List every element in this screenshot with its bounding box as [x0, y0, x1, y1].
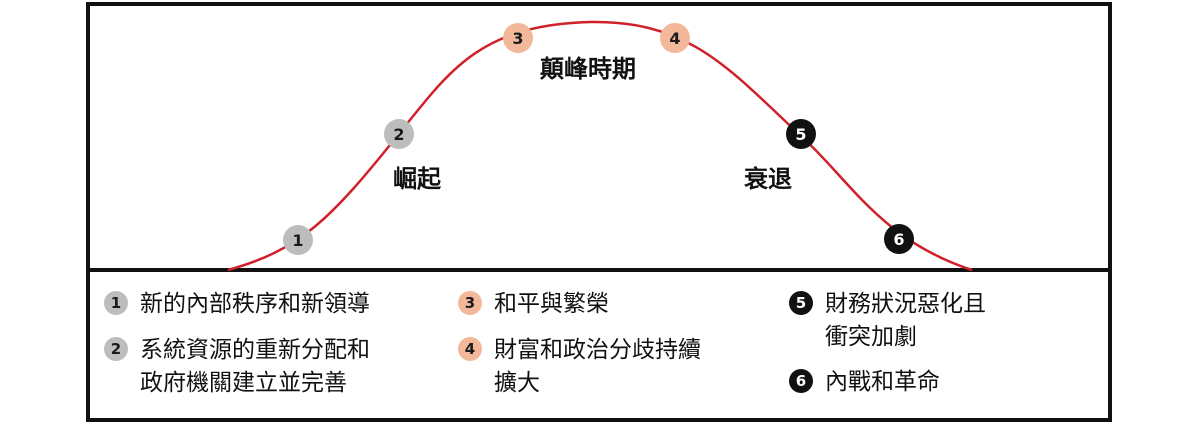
phase-label-peak: 顛峰時期	[540, 55, 636, 83]
marker-5: 5	[786, 119, 816, 149]
legend-badge-1: 1	[104, 291, 128, 315]
legend-item-3: 3 和平與繁榮	[458, 288, 609, 321]
legend-text-4: 財富和政治分歧持續 擴大	[494, 337, 701, 396]
outer-frame	[86, 2, 1112, 422]
legend-item-4: 4 財富和政治分歧持續 擴大	[458, 334, 701, 400]
marker-2-number: 2	[393, 125, 404, 144]
marker-6: 6	[884, 224, 914, 254]
marker-1-number: 1	[292, 231, 303, 250]
marker-4-number: 4	[669, 29, 680, 48]
legend-text-1: 新的內部秩序和新領導	[140, 291, 370, 317]
phase-label-decline: 衰退	[744, 165, 792, 193]
legend-text-3: 和平與繁榮	[494, 291, 609, 317]
marker-6-number: 6	[893, 230, 904, 249]
legend-text-5: 財務狀況惡化且 衝突加劇	[825, 291, 986, 350]
legend-item-1: 1 新的內部秩序和新領導	[104, 288, 370, 321]
marker-2: 2	[384, 119, 414, 149]
marker-4: 4	[660, 23, 690, 53]
legend-badge-4: 4	[458, 337, 482, 361]
legend-text-6: 內戰和革命	[825, 369, 940, 395]
marker-3-number: 3	[512, 29, 523, 48]
cycle-curve	[227, 20, 973, 272]
marker-3: 3	[503, 23, 533, 53]
marker-1: 1	[283, 225, 313, 255]
marker-5-number: 5	[795, 125, 806, 144]
legend-item-5: 5 財務狀況惡化且 衝突加劇	[789, 288, 986, 354]
legend-item-2: 2 系統資源的重新分配和 政府機關建立並完善	[104, 334, 370, 400]
legend-badge-3: 3	[458, 291, 482, 315]
legend-badge-6: 6	[789, 369, 813, 393]
legend-badge-5: 5	[789, 291, 813, 315]
legend-text-2: 系統資源的重新分配和 政府機關建立並完善	[140, 337, 370, 396]
legend-badge-2: 2	[104, 337, 128, 361]
phase-label-rise: 崛起	[393, 165, 441, 193]
legend-item-6: 6 內戰和革命	[789, 366, 940, 399]
